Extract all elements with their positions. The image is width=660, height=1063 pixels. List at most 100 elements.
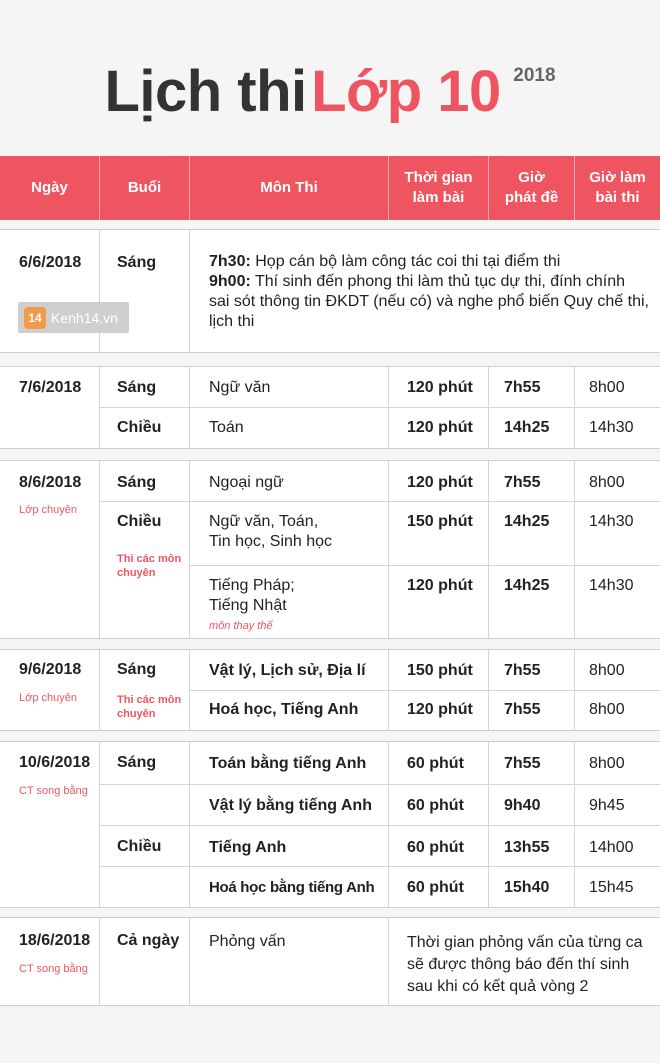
duration-cell: 120 phút — [389, 367, 489, 407]
header-session-label: Buổi — [127, 179, 162, 196]
session-label: Sáng — [117, 254, 157, 271]
info-text-1: Họp cán bộ làm công tác coi thi tại điểm… — [250, 253, 561, 270]
start-label: 15h45 — [589, 879, 634, 896]
start-label: 14h30 — [589, 419, 634, 436]
date-label: 10/6/2018 — [19, 754, 91, 771]
subject-cell: Vật lý bằng tiếng Anh — [190, 785, 389, 825]
title-part2: Lớp 10 — [311, 59, 501, 124]
table-row: Tiếng Pháp;Tiếng Nhật môn thay thế 120 p… — [190, 565, 660, 638]
duration-cell: 120 phút — [389, 461, 489, 501]
start-label: 14h00 — [589, 839, 634, 856]
duration-label: 60 phút — [407, 839, 464, 856]
table-row: Hoá học bằng tiếng Anh 60 phút 15h40 15h… — [190, 866, 660, 907]
table-row: Phỏng vấn — [190, 918, 660, 1005]
subject-label: Ngữ văn, Toán,Tin học, Sinh học — [209, 512, 332, 552]
hand-out-label: 9h40 — [504, 797, 541, 814]
subject-label: Tiếng Anh — [209, 839, 287, 856]
subject-label: Ngữ văn — [209, 379, 271, 396]
start-cell: 15h45 — [575, 867, 660, 907]
session-note-line1: Thi các môn — [117, 553, 182, 565]
duration-cell: 120 phút — [389, 691, 489, 730]
start-cell: 8h00 — [575, 691, 660, 730]
subject-cell: Tiếng Pháp;Tiếng Nhật môn thay thế — [190, 566, 389, 638]
schedule-block-7-6: 7/6/2018 Sáng Chiều Ngữ văn 120 phút 7h5… — [0, 366, 660, 449]
header-hand-out: Giờ phát đề — [489, 156, 575, 220]
header-session: Buổi — [100, 156, 190, 220]
hand-out-label: 14h25 — [504, 577, 550, 594]
header-date: Ngày — [0, 156, 100, 220]
info-text-2: Thí sinh đến phong thi làm thủ tục dự th… — [209, 273, 649, 330]
start-cell: 8h00 — [575, 742, 660, 784]
start-label: 14h30 — [589, 577, 634, 594]
header-date-label: Ngày — [31, 179, 68, 196]
hand-out-label: 14h25 — [504, 419, 550, 436]
duration-label: 150 phút — [407, 662, 473, 679]
hand-out-label: 14h25 — [504, 513, 550, 530]
table-row: Ngữ văn, Toán,Tin học, Sinh học 150 phút… — [190, 501, 660, 565]
hand-out-cell: 9h40 — [489, 785, 575, 825]
hand-out-cell: 7h55 — [489, 650, 575, 690]
header-start-line1: Giờ làm — [589, 169, 646, 186]
subject-cell: Tiếng Anh — [190, 826, 389, 866]
date-label: 18/6/2018 — [19, 932, 91, 949]
hand-out-cell: 7h55 — [489, 691, 575, 730]
orientation-info: 7h30: Họp cán bộ làm công tác coi thi tạ… — [209, 252, 649, 332]
interview-info: Thời gian phỏng vấn của từng ca sẽ được … — [407, 934, 643, 995]
duration-label: 120 phút — [407, 577, 473, 594]
session-label: Chiều — [117, 838, 162, 855]
duration-label: 120 phút — [407, 474, 473, 491]
session-label: Chiều — [117, 513, 162, 530]
hand-out-cell: 14h25 — [489, 502, 575, 565]
subject-line1: Tiếng Pháp; — [209, 577, 295, 594]
date-label: 6/6/2018 — [19, 254, 82, 271]
subject-label: Toán bằng tiếng Anh — [209, 755, 367, 772]
subject-label: Hoá học, Tiếng Anh — [209, 701, 359, 718]
duration-label: 120 phút — [407, 419, 473, 436]
start-cell: 14h30 — [575, 408, 660, 448]
subject-note: môn thay thế — [209, 620, 273, 632]
duration-label: 120 phút — [407, 379, 473, 396]
title-year: 2018 — [513, 65, 556, 86]
duration-label: 60 phút — [407, 879, 464, 896]
header-hand-out-line1: Giờ — [518, 169, 545, 186]
kenh14-badge-icon: 14 — [24, 306, 46, 329]
subject-label: Toán — [209, 419, 244, 436]
subject-label: Ngoại ngữ — [209, 474, 284, 491]
session-label: Sáng — [117, 754, 157, 771]
table-row: Ngữ văn 120 phút 7h55 8h00 — [190, 367, 660, 407]
info-time-2: 9h00: — [209, 273, 251, 290]
start-cell: 9h45 — [575, 785, 660, 825]
session-divider — [100, 784, 190, 785]
session-cell — [100, 742, 190, 907]
session-note-line2: chuyên — [117, 708, 156, 720]
subject-cell: Ngữ văn, Toán,Tin học, Sinh học — [190, 502, 389, 565]
subject-line1: Ngữ văn, Toán, — [209, 513, 319, 530]
start-label: 8h00 — [589, 701, 625, 718]
kenh14-logo: 14 Kenh14.vn — [18, 302, 129, 333]
subject-cell: Hoá học bằng tiếng Anh — [190, 867, 389, 907]
session-label: Cả ngày — [117, 932, 180, 949]
session-cell — [100, 461, 190, 638]
date-cell: 6/6/2018 — [0, 230, 100, 352]
date-label: 8/6/2018 — [19, 474, 82, 491]
session-note-line1: Thi các môn — [117, 694, 182, 706]
start-cell: 8h00 — [575, 461, 660, 501]
hand-out-label: 7h55 — [504, 662, 541, 679]
start-label: 14h30 — [589, 513, 634, 530]
header-hand-out-line2: phát đề — [504, 189, 559, 206]
hand-out-cell: 7h55 — [489, 742, 575, 784]
duration-cell: 60 phút — [389, 785, 489, 825]
duration-cell: 60 phút — [389, 742, 489, 784]
start-cell: 14h30 — [575, 566, 660, 638]
interview-info-cell: Thời gian phỏng vấn của từng ca sẽ được … — [389, 918, 660, 1005]
subject-cell: Toán bằng tiếng Anh — [190, 742, 389, 784]
table-row: Tiếng Anh 60 phút 13h55 14h00 — [190, 825, 660, 866]
schedule-block-10-6: 10/6/2018 CT song bằng Sáng Chiều Toán b… — [0, 741, 660, 908]
session-divider — [100, 825, 190, 826]
date-cell: 18/6/2018 CT song bằng — [0, 918, 100, 1005]
